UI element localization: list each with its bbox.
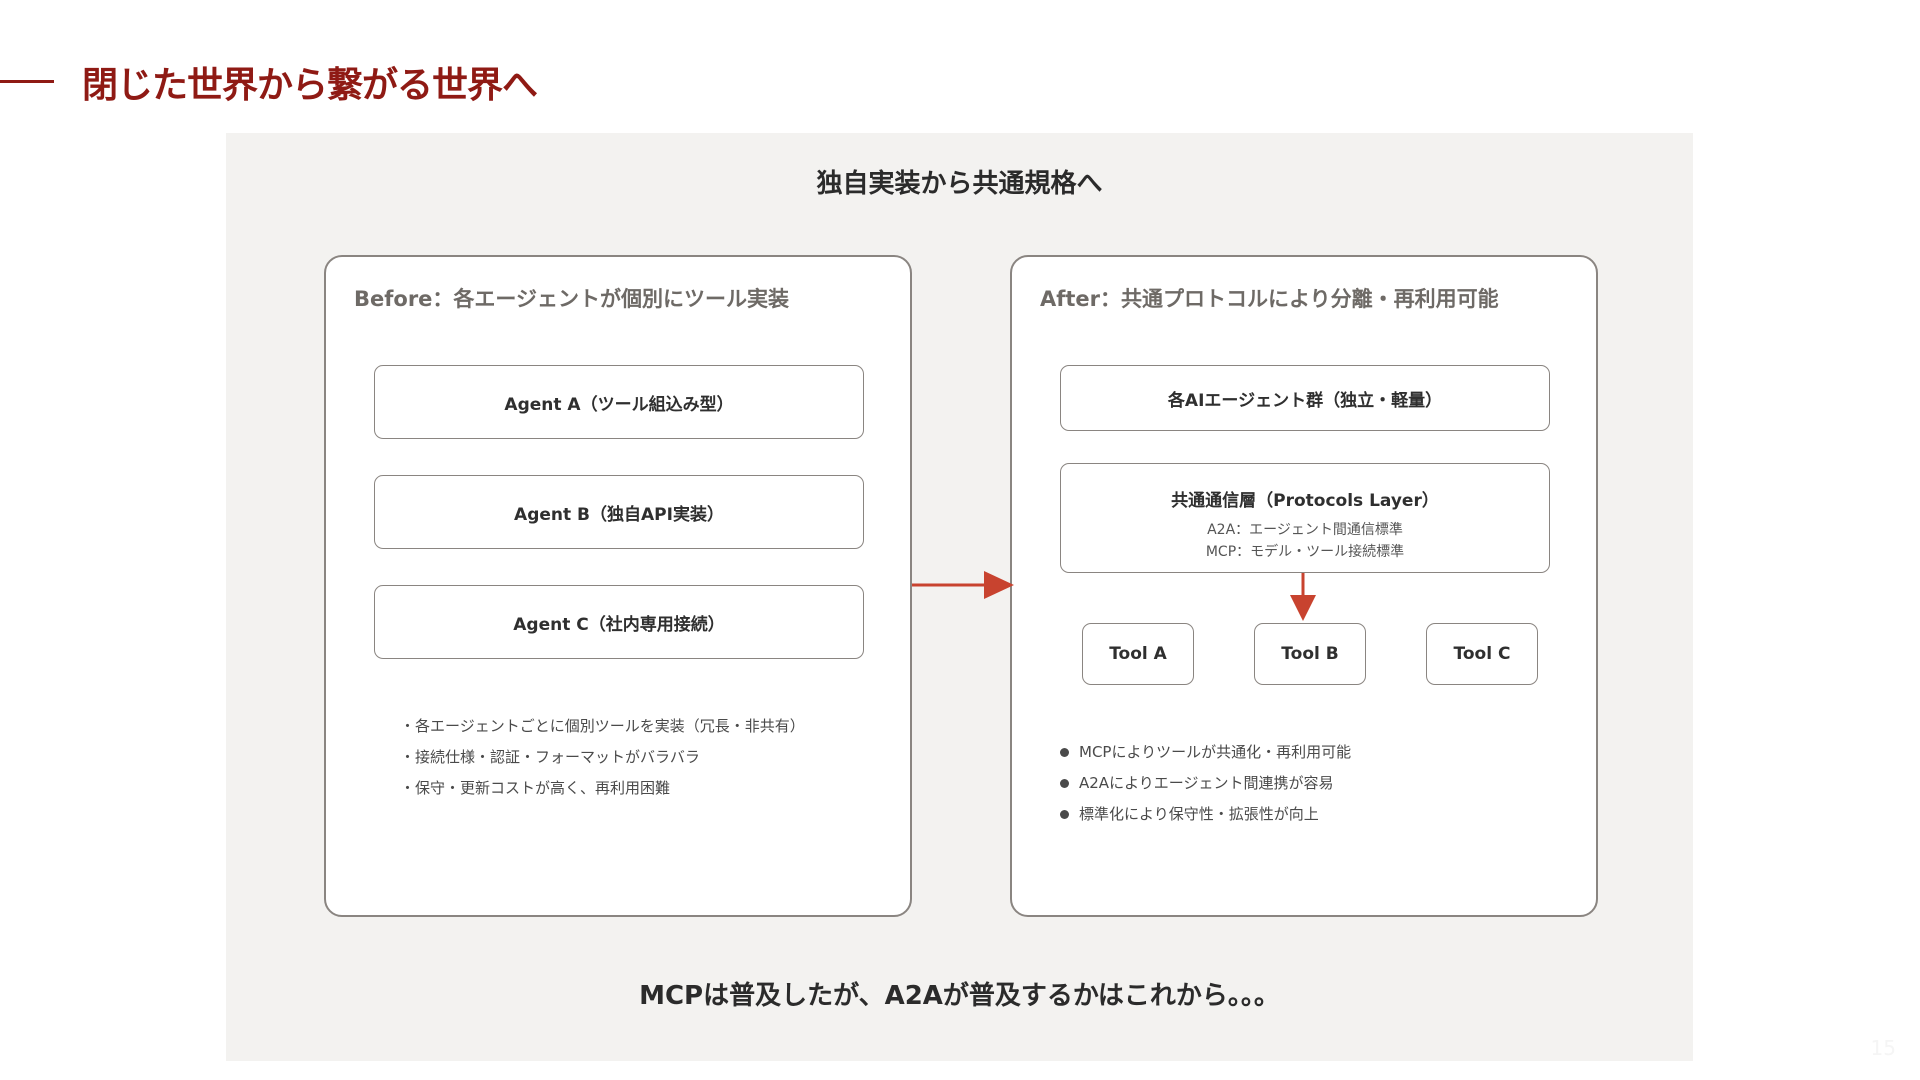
before-notes: ・各エージェントごとに個別ツールを実装（冗長・非共有） ・接続仕様・認証・フォー… <box>400 711 805 804</box>
after-note: A2Aによりエージェント間連携が容易 <box>1060 768 1351 799</box>
protocol-layer-title: 共通通信層（Protocols Layer） <box>1171 491 1439 511</box>
protocol-line-a2a: A2A：エージェント間通信標準 <box>1207 522 1403 538</box>
after-notes: MCPによりツールが共通化・再利用可能 A2Aによりエージェント間連携が容易 標… <box>1060 737 1351 830</box>
tool-b-box: Tool B <box>1254 623 1366 685</box>
diagram-title: 独自実装から共通規格へ <box>816 169 1103 199</box>
bullet-dot-icon <box>1060 779 1069 788</box>
agent-c-box: Agent C（社内専用接続） <box>374 585 864 659</box>
after-note: MCPによりツールが共通化・再利用可能 <box>1060 737 1351 768</box>
tool-a-box: Tool A <box>1082 623 1194 685</box>
agent-b-box: Agent B（独自API実装） <box>374 475 864 549</box>
agent-a-box: Agent A（ツール組込み型） <box>374 365 864 439</box>
protocol-line-mcp: MCP：モデル・ツール接続標準 <box>1205 544 1405 560</box>
bottom-note: MCPは普及したが、A2Aが普及するかはこれから。。。 <box>639 981 1280 1011</box>
bullet-dot-icon <box>1060 810 1069 819</box>
before-note: ・保守・更新コストが高く、再利用困難 <box>400 779 671 797</box>
tool-c-box: Tool C <box>1426 623 1538 685</box>
before-heading: Before：各エージェントが個別にツール実装 <box>354 287 789 311</box>
diagram-image: 独自実装から共通規格へ Before：各エージェントが個別にツール実装 Agen… <box>226 133 1693 1061</box>
after-box: After：共通プロトコルにより分離・再利用可能 各AIエージェント群（独立・軽… <box>1010 255 1598 917</box>
before-note: ・各エージェントごとに個別ツールを実装（冗長・非共有） <box>400 717 805 735</box>
protocol-layer-box: 共通通信層（Protocols Layer） A2A：エージェント間通信標準 M… <box>1060 463 1550 573</box>
title-accent-rule <box>0 80 54 83</box>
before-box: Before：各エージェントが個別にツール実装 Agent A（ツール組込み型）… <box>324 255 912 917</box>
bullet-dot-icon <box>1060 748 1069 757</box>
after-note: 標準化により保守性・拡張性が向上 <box>1060 799 1351 830</box>
agent-group-box: 各AIエージェント群（独立・軽量） <box>1060 365 1550 431</box>
slide-title: 閉じた世界から繋がる世界へ <box>82 65 538 106</box>
after-heading: After：共通プロトコルにより分離・再利用可能 <box>1040 287 1499 311</box>
page-number: 15 <box>1870 1036 1896 1060</box>
before-note: ・接続仕様・認証・フォーマットがバラバラ <box>400 748 700 766</box>
